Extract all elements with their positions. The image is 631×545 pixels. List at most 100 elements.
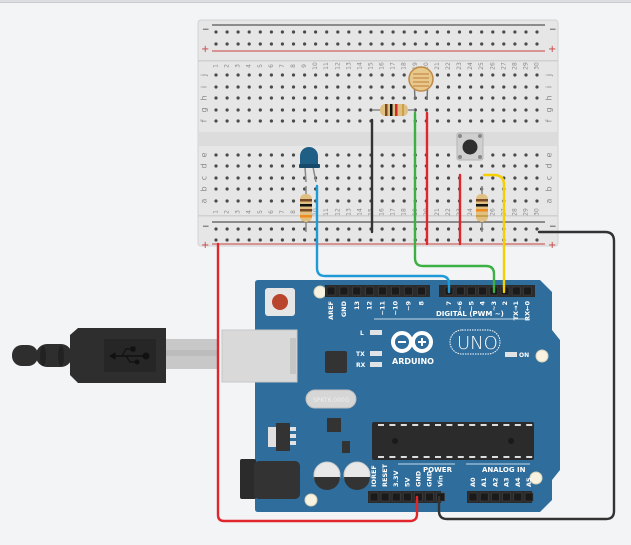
terminal-hole[interactable] [457, 119, 462, 123]
rail-hole[interactable] [336, 238, 340, 242]
rail-hole[interactable] [336, 30, 340, 34]
pushbutton[interactable] [456, 132, 484, 161]
reset-button[interactable] [272, 294, 288, 310]
terminal-hole[interactable] [358, 199, 362, 203]
terminal-hole[interactable] [380, 153, 384, 157]
terminal-hole[interactable] [435, 176, 439, 180]
terminal-hole[interactable] [391, 96, 395, 100]
terminal-hole[interactable] [402, 85, 406, 89]
header-pin[interactable] [425, 492, 434, 502]
rail-hole[interactable] [280, 42, 284, 46]
terminal-hole[interactable] [391, 164, 395, 168]
terminal-hole[interactable] [502, 96, 506, 100]
terminal-hole[interactable] [214, 164, 218, 168]
terminal-hole[interactable] [325, 96, 329, 100]
terminal-hole[interactable] [347, 119, 351, 123]
rail-hole[interactable] [247, 238, 251, 242]
terminal-hole[interactable] [291, 73, 296, 77]
terminal-hole[interactable] [424, 108, 428, 112]
rail-hole[interactable] [446, 30, 451, 34]
terminal-hole[interactable] [336, 96, 340, 100]
terminal-hole[interactable] [513, 85, 517, 89]
terminal-hole[interactable] [358, 85, 362, 89]
terminal-hole[interactable] [325, 119, 329, 123]
terminal-hole[interactable] [435, 96, 439, 100]
rail-hole[interactable] [247, 42, 251, 46]
terminal-hole[interactable] [280, 85, 284, 89]
terminal-hole[interactable] [513, 73, 517, 77]
terminal-hole[interactable] [513, 119, 517, 123]
header-pin[interactable] [467, 286, 476, 296]
terminal-hole[interactable] [325, 108, 329, 112]
terminal-hole[interactable] [247, 96, 251, 100]
terminal-hole[interactable] [380, 119, 384, 123]
rail-hole[interactable] [446, 42, 451, 46]
rail-hole[interactable] [402, 30, 406, 34]
terminal-hole[interactable] [457, 73, 462, 77]
terminal-hole[interactable] [446, 176, 451, 180]
terminal-hole[interactable] [214, 108, 218, 112]
wire-yellow-pin2[interactable] [482, 173, 506, 294]
terminal-hole[interactable] [269, 164, 273, 168]
header-pin[interactable] [378, 286, 387, 296]
terminal-hole[interactable] [535, 73, 539, 77]
terminal-hole[interactable] [347, 187, 351, 191]
header-pin[interactable] [523, 286, 532, 296]
header-pin[interactable] [524, 492, 534, 502]
terminal-hole[interactable] [391, 176, 395, 180]
rail-hole[interactable] [402, 227, 406, 231]
rail-hole[interactable] [236, 227, 240, 231]
terminal-hole[interactable] [269, 108, 273, 112]
terminal-hole[interactable] [469, 108, 473, 112]
terminal-hole[interactable] [480, 164, 484, 168]
header-pin[interactable] [352, 286, 362, 296]
arduino-uno-board[interactable]: L TX RX ARDUINO UNO ON SPKT6.000G [221, 280, 560, 512]
header-pin[interactable] [402, 492, 412, 502]
terminal-hole[interactable] [225, 108, 229, 112]
terminal-hole[interactable] [325, 187, 329, 191]
rail-hole[interactable] [513, 227, 517, 231]
terminal-hole[interactable] [535, 187, 539, 191]
rail-hole[interactable] [303, 30, 307, 34]
terminal-hole[interactable] [347, 176, 351, 180]
terminal-hole[interactable] [236, 85, 240, 89]
rail-hole[interactable] [513, 238, 517, 242]
terminal-hole[interactable] [236, 119, 240, 123]
rail-hole[interactable] [291, 238, 296, 242]
terminal-hole[interactable] [247, 187, 251, 191]
terminal-hole[interactable] [325, 85, 329, 89]
rail-hole[interactable] [325, 30, 329, 34]
rail-hole[interactable] [435, 227, 439, 231]
terminal-hole[interactable] [225, 96, 229, 100]
terminal-hole[interactable] [303, 85, 307, 89]
rail-hole[interactable] [535, 30, 539, 34]
terminal-hole[interactable] [480, 119, 484, 123]
rail-hole[interactable] [480, 30, 484, 34]
terminal-hole[interactable] [280, 96, 284, 100]
wire-green-pin3[interactable] [413, 111, 496, 294]
terminal-hole[interactable] [225, 164, 229, 168]
terminal-hole[interactable] [369, 73, 373, 77]
terminal-hole[interactable] [214, 119, 218, 123]
rail-hole[interactable] [336, 42, 340, 46]
rail-hole[interactable] [325, 227, 329, 231]
header-pin[interactable] [479, 492, 489, 502]
terminal-hole[interactable] [535, 153, 539, 157]
terminal-hole[interactable] [280, 164, 284, 168]
terminal-hole[interactable] [258, 199, 262, 203]
terminal-hole[interactable] [358, 176, 362, 180]
rail-hole[interactable] [513, 30, 517, 34]
terminal-hole[interactable] [491, 176, 495, 180]
terminal-hole[interactable] [214, 199, 218, 203]
rail-hole[interactable] [391, 42, 395, 46]
terminal-hole[interactable] [535, 199, 539, 203]
rail-hole[interactable] [347, 30, 351, 34]
terminal-hole[interactable] [446, 187, 451, 191]
terminal-hole[interactable] [236, 96, 240, 100]
wire-black-gnd[interactable] [437, 230, 616, 521]
terminal-hole[interactable] [247, 199, 251, 203]
rail-hole[interactable] [325, 238, 329, 242]
terminal-hole[interactable] [358, 108, 362, 112]
terminal-hole[interactable] [480, 176, 484, 180]
rail-hole[interactable] [214, 30, 218, 34]
